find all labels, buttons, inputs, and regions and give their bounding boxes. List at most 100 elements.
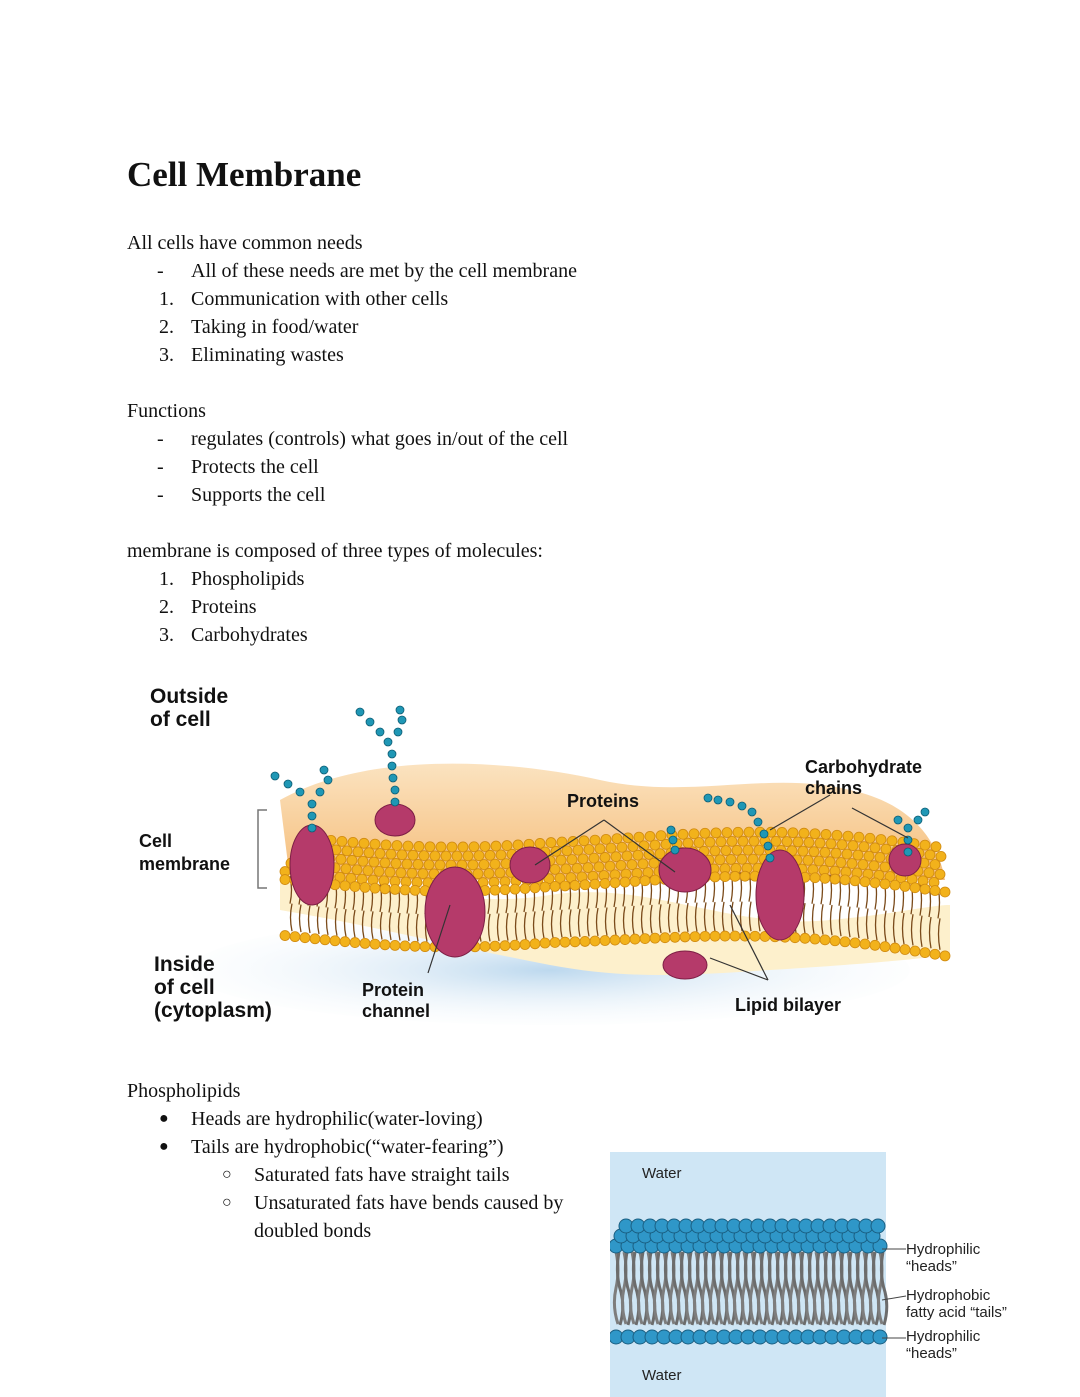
- fatty-acid-tail: [847, 1251, 857, 1326]
- phospholipid-head: [889, 879, 901, 891]
- sugar-unit: [670, 845, 680, 855]
- phospholipid-head: [451, 850, 463, 862]
- phospholipid-head: [467, 859, 479, 871]
- phospholipid-head: [836, 839, 848, 851]
- lipid-tail: [406, 913, 410, 942]
- phospholipid-head: [648, 857, 660, 869]
- sugar-unit: [393, 727, 403, 737]
- fatty-acid-tail: [815, 1251, 825, 1326]
- phospholipid-head: [721, 827, 733, 838]
- phospholipid-head: [880, 843, 892, 855]
- hydrophilic-head: [872, 1329, 888, 1345]
- lipid-tail: [487, 913, 491, 942]
- phospholipid-head: [396, 849, 408, 861]
- sugar-unit: [295, 787, 305, 797]
- leader-line: [603, 819, 676, 873]
- phospholipid-head: [643, 849, 655, 860]
- phospholipid-head: [803, 837, 815, 848]
- lipid-tail: [919, 915, 923, 947]
- phospholipid-head: [886, 835, 898, 847]
- phospholipid-head: [389, 939, 401, 951]
- sugar-unit: [319, 765, 329, 775]
- sugar-unit: [703, 793, 713, 803]
- phospholipid-head: [847, 840, 859, 851]
- fatty-acid-tail: [727, 1251, 737, 1326]
- phospholipid-head: [390, 858, 402, 869]
- phospholipid-head: [626, 859, 638, 870]
- leader-line: [534, 819, 605, 866]
- phospholipid-head: [391, 840, 403, 851]
- phospholipid-bilayer-diagram: [610, 1152, 889, 1397]
- phospholipid-head: [412, 859, 424, 870]
- phospholipid-head: [621, 850, 633, 862]
- phospholipid-head: [289, 931, 301, 943]
- phospholipid-head: [748, 835, 760, 847]
- phospholipid-head: [589, 935, 601, 947]
- membrane-protein: [289, 824, 335, 906]
- phospholipid-head: [852, 849, 864, 861]
- page-title: Cell Membrane: [127, 155, 362, 194]
- phospholipid-head: [599, 935, 611, 946]
- sugar-unit: [737, 801, 747, 811]
- phospholipid-head: [710, 827, 722, 839]
- phospholipid-head: [909, 882, 921, 894]
- leader-line: [729, 904, 769, 981]
- sugar-unit: [355, 707, 365, 717]
- phospholipid-head: [609, 877, 621, 889]
- phospholipid-head: [884, 871, 896, 882]
- phospholipid-head: [846, 858, 858, 869]
- phospholipid-head: [419, 941, 431, 953]
- list-item: Eliminating wastes: [191, 344, 344, 366]
- sugar-unit: [747, 807, 757, 817]
- phospholipid-head: [549, 880, 561, 892]
- phospholipid-head: [379, 857, 391, 869]
- cell-membrane-label: Cell membrane: [139, 831, 231, 874]
- hydrophilic-heads: [610, 1218, 888, 1345]
- phospholipid-head: [373, 865, 385, 877]
- phospholipid-head: [729, 870, 741, 882]
- phospholipid-head: [473, 850, 485, 862]
- leader-line: [881, 1295, 907, 1301]
- lipid-tail: [559, 909, 563, 938]
- phospholipid-head: [809, 933, 821, 945]
- list-item: Protects the cell: [191, 456, 319, 478]
- phospholipid-head: [659, 932, 671, 944]
- phospholipid-head: [379, 939, 391, 951]
- phospholipid-head: [819, 872, 831, 884]
- membrane-protein: [888, 843, 922, 877]
- lipid-tail: [505, 912, 509, 941]
- phospholipid-head: [639, 875, 651, 887]
- fatty-acid-tail: [775, 1251, 785, 1326]
- sugar-unit: [397, 715, 407, 725]
- phospholipid-head: [736, 853, 748, 865]
- phospholipid-head: [859, 876, 871, 888]
- phospholipid-head: [457, 841, 469, 853]
- phospholipid-head: [770, 835, 782, 847]
- inside-of-cell-label: Inside of cell (cytoplasm): [154, 953, 272, 1022]
- lipid-tail: [937, 918, 941, 950]
- sugar-unit: [903, 835, 913, 845]
- phospholipid-head: [857, 859, 869, 870]
- phospholipid-head: [483, 867, 495, 879]
- fatty-acid-tails: [612, 1251, 889, 1326]
- phospholipid-head: [369, 838, 381, 850]
- phospholipid-head: [831, 829, 843, 841]
- phospholipid-head: [363, 847, 375, 859]
- phospholipid-head: [929, 859, 941, 870]
- phospholipid-head: [359, 881, 371, 893]
- lipid-tail: [316, 906, 320, 935]
- water-top-label: Water: [642, 1165, 682, 1182]
- fatty-acid-tail: [863, 1251, 873, 1326]
- lipid-tail: [361, 910, 365, 939]
- phospholipid-head: [619, 934, 631, 945]
- phospholipid-head: [429, 850, 441, 862]
- list-marker: 3.: [159, 344, 174, 366]
- lipid-tail: [514, 912, 518, 941]
- phospholipid-head: [879, 861, 891, 873]
- lipid-tail: [379, 911, 383, 940]
- bullet-marker: ●: [159, 1110, 169, 1127]
- phospholipid-head: [629, 875, 641, 887]
- phospholipid-head: [501, 840, 513, 851]
- phospholipid-head: [704, 836, 716, 848]
- lipid-tail: [325, 907, 329, 936]
